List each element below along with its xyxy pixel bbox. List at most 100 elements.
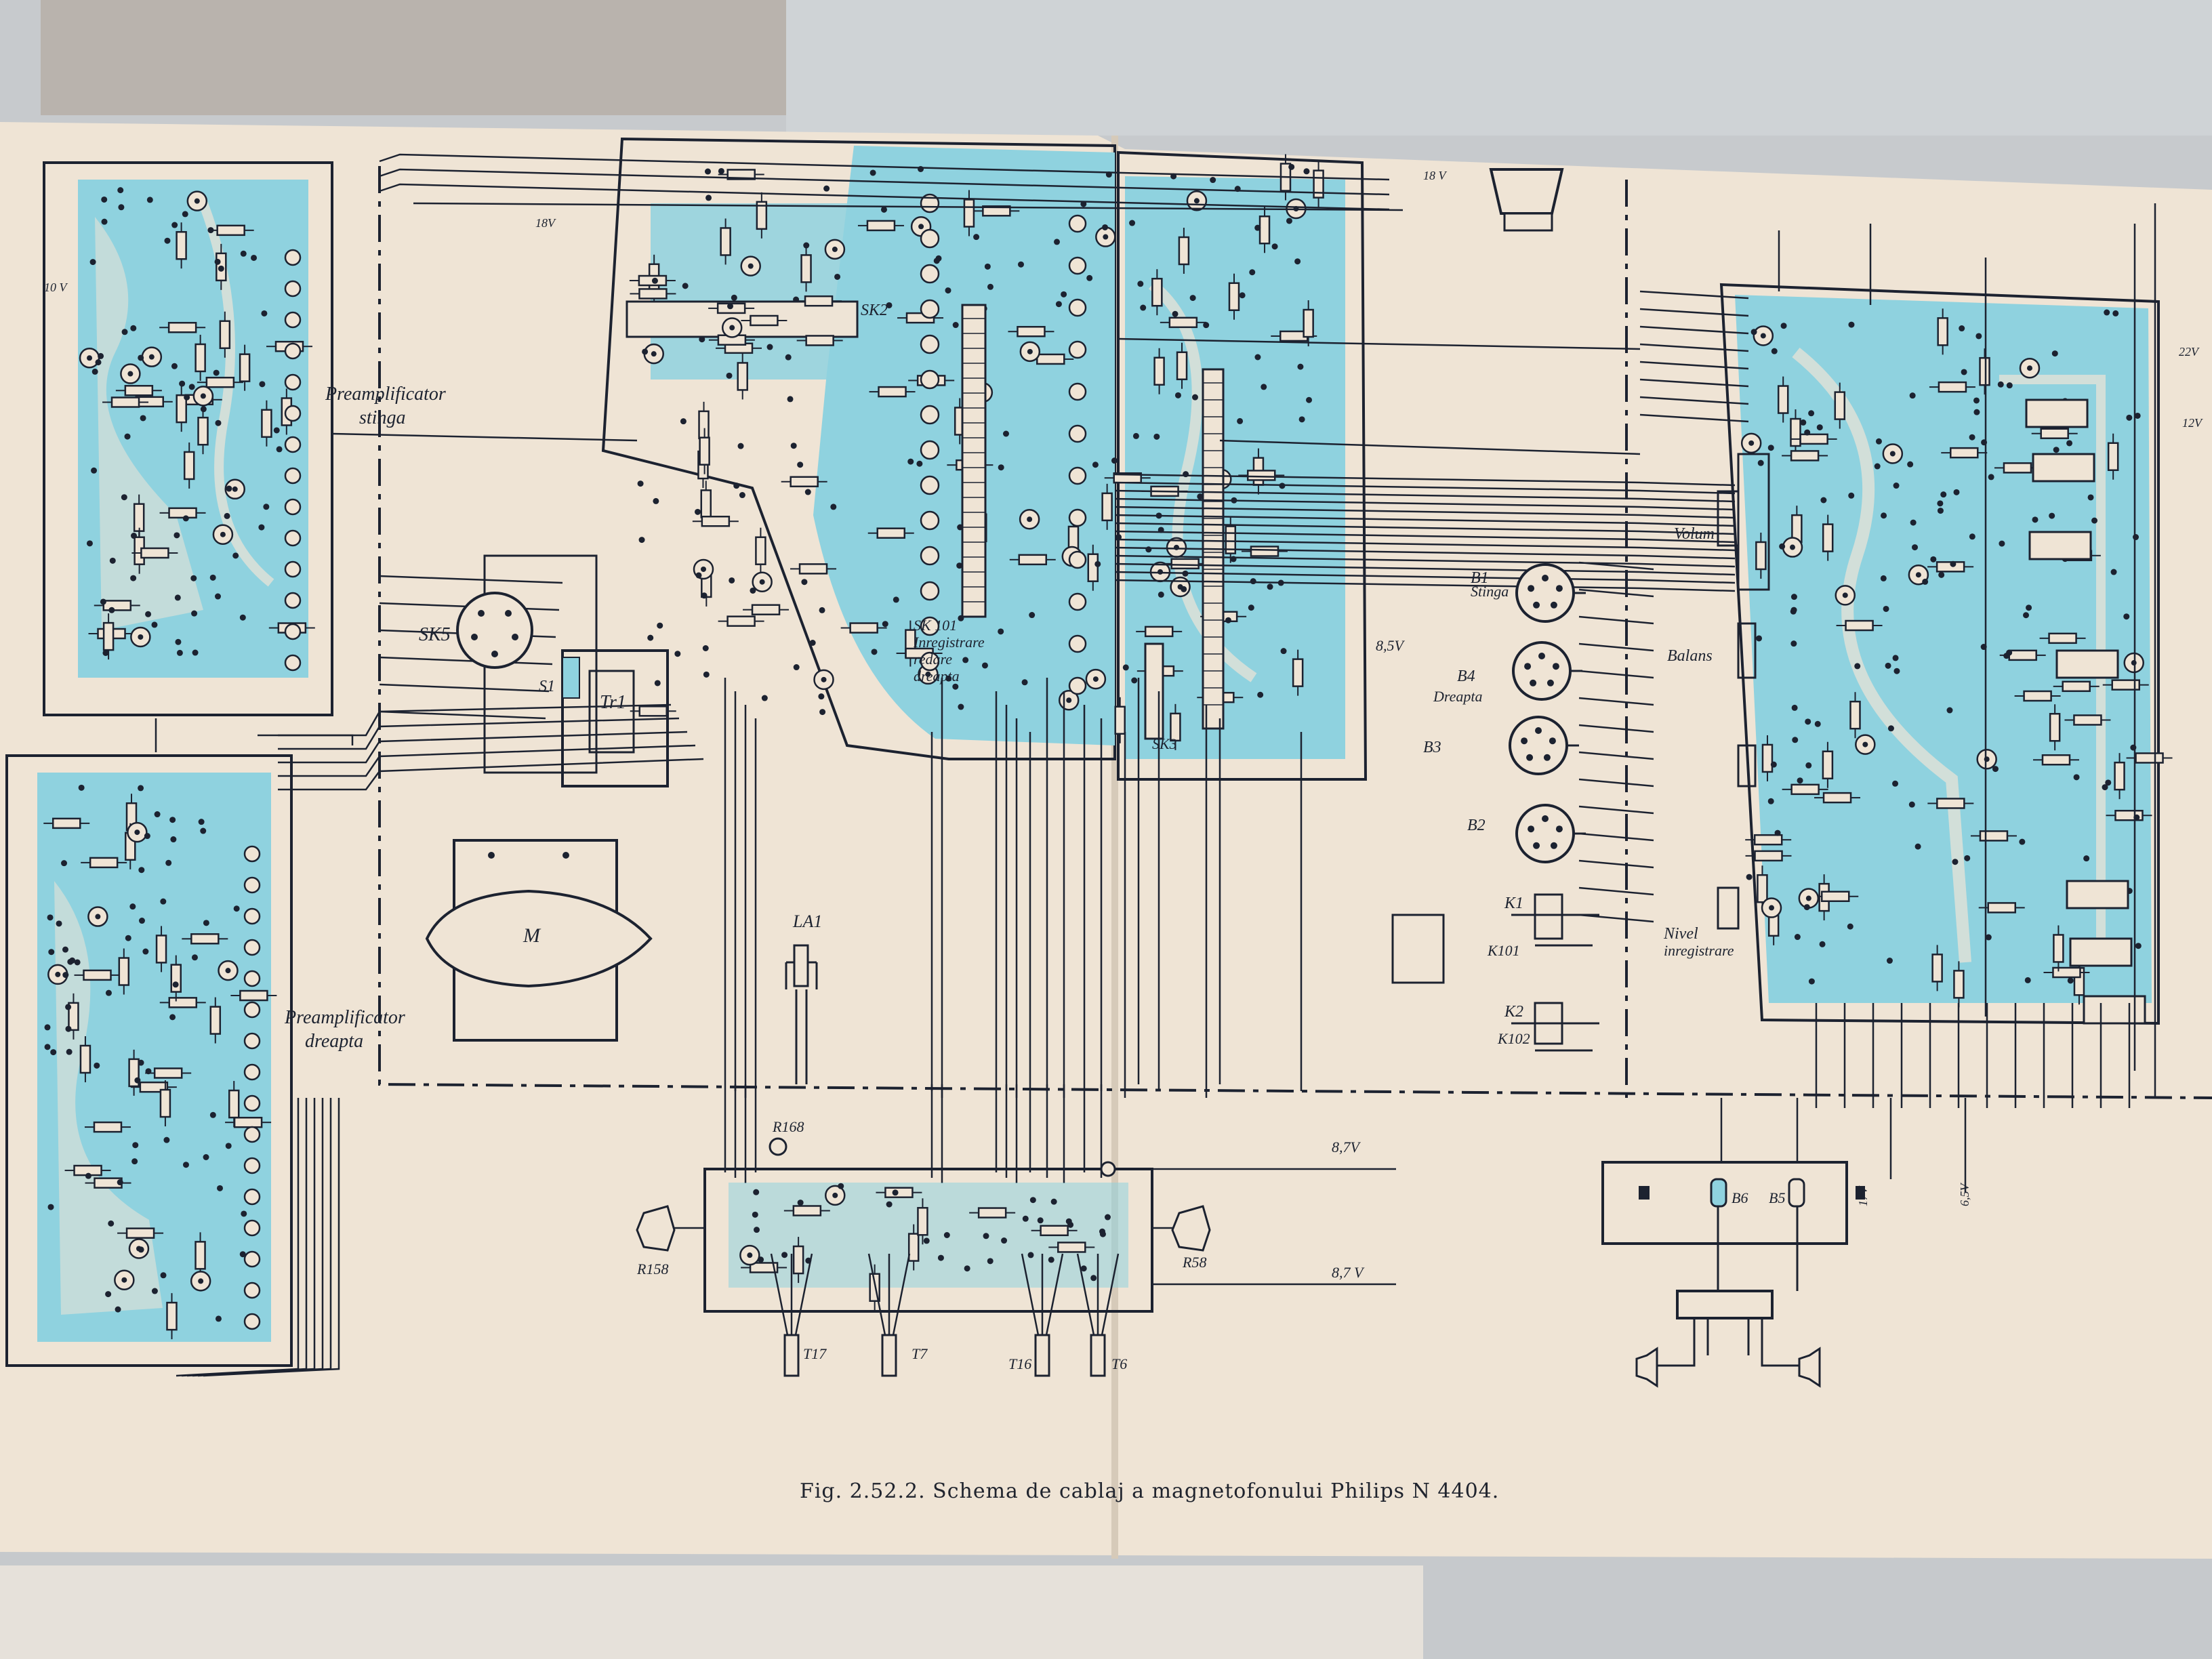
- jack-socket: [1515, 563, 1575, 623]
- resistor: [1931, 954, 1943, 983]
- preamp-left-label-2: stinga: [359, 407, 405, 428]
- wire: [1639, 396, 1749, 405]
- resistor: [1822, 792, 1852, 804]
- jack-pin: [1549, 737, 1556, 745]
- solder-pad: [703, 671, 710, 678]
- solder-pad: [1061, 291, 1067, 298]
- solder-pad: [66, 1048, 73, 1055]
- solder-pad: [160, 1272, 167, 1279]
- balans-label: Balans: [1667, 647, 1713, 665]
- jack-pin: [1533, 601, 1540, 609]
- solder-pad: [694, 508, 701, 515]
- solder-pad: [1848, 492, 1855, 499]
- solder-pad: [134, 1077, 141, 1084]
- solder-pad: [1080, 1265, 1087, 1272]
- wire: [278, 758, 704, 791]
- solder-pad: [1975, 333, 1982, 340]
- preamp-right-label-2: dreapta: [305, 1031, 363, 1052]
- b6-label: B6: [1732, 1189, 1748, 1206]
- solder-pad: [2073, 774, 2080, 781]
- solder-pad: [1794, 934, 1801, 941]
- sk101-label-3: redare: [914, 651, 952, 668]
- paper-sheet: [0, 122, 2212, 1559]
- solder-pad: [138, 1059, 144, 1066]
- motor-label: M: [523, 924, 541, 947]
- resistor: [2049, 713, 2061, 742]
- resistor: [1018, 554, 1048, 566]
- solder-pad: [739, 492, 745, 499]
- resistor: [1777, 385, 1789, 414]
- solder-pad: [171, 222, 178, 228]
- resistor: [917, 1207, 928, 1236]
- wire: [1578, 615, 1654, 625]
- solder-pad: [937, 1254, 944, 1261]
- solder-pad: [790, 443, 797, 449]
- power-transistor: [1090, 1334, 1106, 1377]
- resistor: [798, 563, 828, 575]
- solder-pad: [2123, 613, 2130, 620]
- solder-pad: [179, 380, 186, 387]
- pad: [1889, 451, 1896, 457]
- resistor: [205, 376, 235, 388]
- solder-pad: [704, 168, 711, 175]
- solder-pad: [1803, 904, 1810, 911]
- preamp-left-components: [79, 187, 315, 672]
- wire: [1578, 751, 1654, 760]
- solder-pad: [1819, 941, 1826, 947]
- wire: [1114, 506, 1736, 519]
- resistor: [2107, 442, 2119, 471]
- solder-pad: [1102, 224, 1109, 230]
- pcb-edge-pin: [920, 299, 940, 319]
- solder-pad: [2006, 649, 2013, 656]
- solder-pad: [1174, 392, 1181, 398]
- solder-pad: [1909, 392, 1916, 399]
- resistor: [166, 1301, 178, 1331]
- resistor: [1246, 470, 1276, 481]
- figure-caption: Fig. 2.52.2. Schema de cablaj a magnetof…: [800, 1479, 1499, 1503]
- voltage-6v: 6,5V: [1958, 1183, 1971, 1207]
- solder-pad: [224, 512, 230, 519]
- solder-pad: [956, 562, 963, 569]
- solder-pad: [1090, 1275, 1097, 1282]
- solder-pad: [933, 258, 940, 264]
- solder-pad: [1804, 429, 1811, 436]
- solder-pad: [1092, 462, 1099, 468]
- pad: [832, 1192, 838, 1198]
- resistor: [1822, 750, 1834, 780]
- resistor: [233, 1116, 263, 1128]
- resistor: [1820, 890, 1850, 902]
- solder-pad: [830, 504, 837, 510]
- resistor: [1790, 783, 1820, 796]
- solder-pad: [2135, 943, 2142, 949]
- solder-pad: [1774, 830, 1781, 836]
- board-pin: [284, 560, 302, 578]
- solder-pad: [1892, 780, 1899, 787]
- solder-pad: [1158, 591, 1164, 598]
- solder-pad: [916, 460, 923, 467]
- solder-pad: [1847, 923, 1853, 930]
- solder-pad: [702, 644, 709, 651]
- solder-pad: [91, 368, 98, 375]
- resistor: [124, 385, 154, 396]
- solder-pad: [804, 489, 811, 495]
- voltage-18v-b: 18 V: [1423, 169, 1448, 182]
- k101-label: K101: [1487, 942, 1520, 959]
- solder-pad: [987, 283, 994, 290]
- sk3-label: SK3: [1152, 735, 1177, 752]
- solder-pad: [44, 1044, 51, 1050]
- solder-pad: [217, 1185, 224, 1191]
- resistor: [876, 527, 905, 539]
- solder-pad: [86, 540, 93, 547]
- solder-pad: [1022, 1215, 1029, 1222]
- solder-pad: [1137, 281, 1144, 287]
- output-transistors: [770, 1253, 1120, 1377]
- solder-pad: [102, 649, 109, 656]
- wire: [1114, 514, 1736, 527]
- solder-pad: [2126, 414, 2133, 421]
- solder-pad: [1892, 655, 1899, 661]
- solder-pad: [1237, 417, 1244, 424]
- solder-pad: [1771, 348, 1778, 354]
- solder-pad: [1969, 434, 1975, 441]
- b4-sub-label: Dreapta: [1433, 688, 1483, 705]
- wire: [1114, 489, 1736, 503]
